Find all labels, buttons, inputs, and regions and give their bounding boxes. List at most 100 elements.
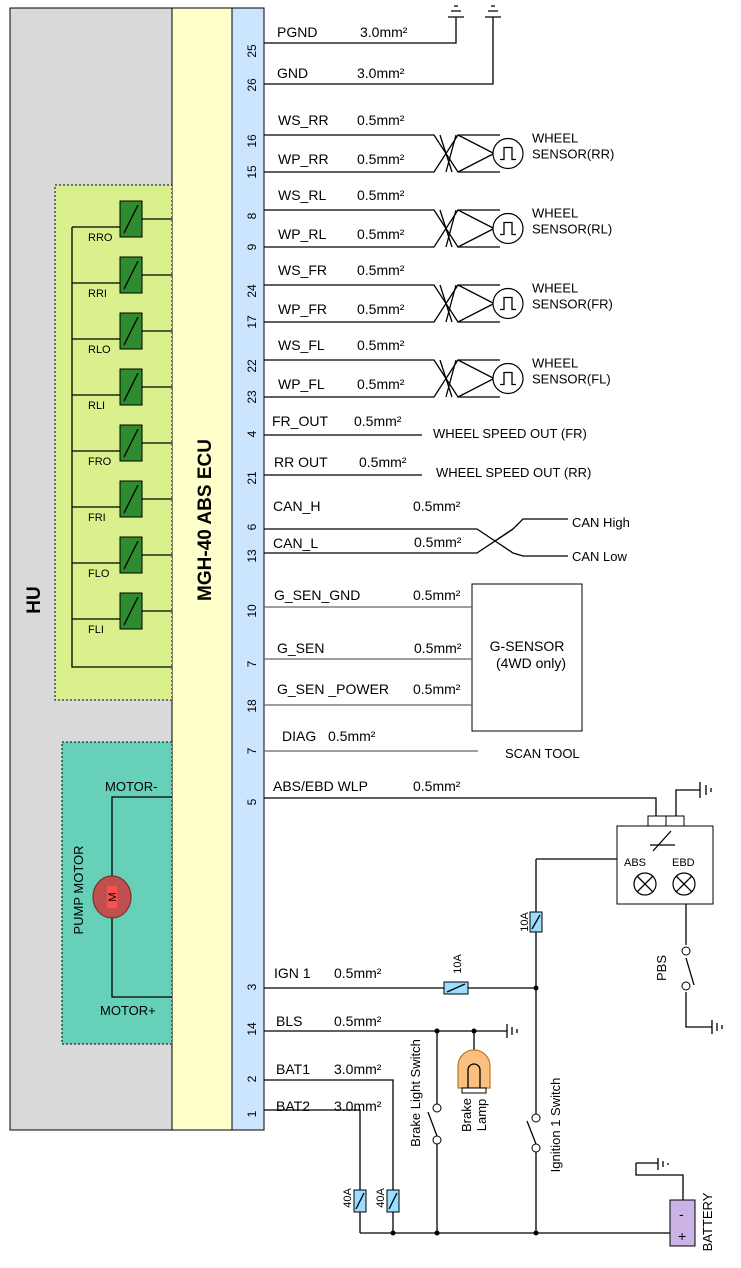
diag-size: 0.5mm²	[328, 728, 376, 744]
battery-plus: +	[678, 1228, 686, 1244]
g-sen-gnd-size: 0.5mm²	[413, 587, 461, 603]
warning-lamp-group: ABS EBD 5 ABS/EBD WLP 0.5mm² PBS	[245, 778, 723, 1034]
wp-size: 0.5mm²	[357, 301, 405, 317]
fr-out-label: FR_OUT	[272, 413, 328, 429]
g-sen-label: G_SEN	[277, 640, 324, 656]
valve-rri: RRI	[72, 256, 172, 300]
g-sensor-label: G-SENSOR	[490, 638, 565, 654]
brake-lamp-label-1: Brake	[459, 1098, 474, 1132]
valve-fro: FRO	[72, 424, 172, 468]
g-sensor-note: (4WD only)	[496, 655, 566, 671]
valve-label-fli: FLI	[88, 624, 104, 636]
ebd-lamp-label: EBD	[672, 857, 695, 869]
g-sensor-group: G-SENSOR (4WD only) 10 G_SEN_GND 0.5mm² …	[245, 583, 583, 732]
abs-lamp-label: ABS	[624, 857, 646, 869]
pin-17: 17	[245, 315, 259, 329]
valve-fli: FLI	[72, 592, 172, 636]
g-sen-power-label: G_SEN _POWER	[277, 681, 389, 697]
wheel-sensor-icon	[492, 287, 524, 320]
pin-26: 26	[245, 78, 259, 92]
diag-wire: 7 DIAG 0.5mm² SCAN TOOL	[245, 728, 580, 761]
wheel-sensor-label: WHEEL	[532, 356, 578, 371]
battery-icon	[669, 1199, 696, 1247]
ws-size: 0.5mm²	[357, 187, 405, 203]
pin-5: 5	[245, 798, 259, 805]
g-sen-size: 0.5mm²	[414, 640, 462, 656]
wp-label: WP_FR	[278, 301, 327, 317]
warning-lamp-box	[616, 825, 714, 905]
ecu-label: MGH-40 ABS ECU	[195, 439, 216, 601]
wheel-sensor-label: WHEEL	[532, 206, 578, 221]
pin-15: 15	[245, 165, 259, 179]
bls-size: 0.5mm²	[334, 1013, 382, 1029]
can-high-dest: CAN High	[572, 515, 630, 530]
valve-label-rlo: RLO	[88, 344, 111, 356]
valve-rro: RRO	[72, 200, 172, 244]
rr-out-size: 0.5mm²	[359, 454, 407, 470]
ign-fuse-label: 10A	[452, 954, 464, 974]
ws-label: WS_RR	[278, 112, 329, 128]
pgnd-size: 3.0mm²	[360, 24, 408, 40]
rr-out-label: RR OUT	[274, 454, 328, 470]
power-wires: 10A 3 IGN 1 0.5mm² 10A Ignition 1 Switch…	[245, 858, 715, 1251]
pump-motor-label: PUMP MOTOR	[71, 845, 86, 934]
lamp-fuse-label: 10A	[519, 912, 531, 932]
motor-plus-label: MOTOR+	[100, 1003, 156, 1018]
battery-label: BATTERY	[700, 1192, 715, 1251]
pin-7-diag: 7	[245, 747, 259, 754]
can-h-size: 0.5mm²	[413, 498, 461, 514]
bat1-size: 3.0mm²	[334, 1061, 382, 1077]
ws-size: 0.5mm²	[357, 337, 405, 353]
wheel-sensor-icon	[492, 212, 524, 245]
brake-lamp-label-2: Lamp	[474, 1099, 489, 1132]
ws-size: 0.5mm²	[357, 262, 405, 278]
can-l-size: 0.5mm²	[414, 534, 462, 550]
ecu-block	[171, 7, 233, 1131]
can-wires: 6 CAN_H 0.5mm² CAN High 13 CAN_L 0.5mm² …	[245, 498, 630, 564]
wlp-label: ABS/EBD WLP	[273, 778, 368, 794]
brake-lamp-icon	[457, 1049, 491, 1089]
pin-9: 9	[245, 243, 259, 250]
wp-label: WP_RR	[278, 151, 329, 167]
pbs-label: PBS	[654, 955, 669, 981]
wheel-sensor-icon	[492, 137, 524, 170]
ws-label: WS_FL	[278, 337, 325, 353]
pin-22: 22	[245, 359, 259, 373]
valve-fri: FRI	[72, 480, 172, 524]
wheel-sensor-position: SENSOR(FR)	[532, 297, 613, 312]
pin-14: 14	[245, 1022, 259, 1036]
can-l-label: CAN_L	[273, 535, 318, 551]
bat1-label: BAT1	[276, 1061, 310, 1077]
fr-out-size: 0.5mm²	[354, 413, 402, 429]
pin-13: 13	[245, 549, 259, 563]
wp-size: 0.5mm²	[357, 376, 405, 392]
ignition-switch-label: Ignition 1 Switch	[548, 1078, 563, 1173]
pin-18: 18	[245, 699, 259, 713]
pin-16: 16	[245, 134, 259, 148]
pin-21: 21	[245, 471, 259, 485]
wheel-sensor-position: SENSOR(FL)	[532, 372, 611, 387]
bls-label: BLS	[276, 1013, 302, 1029]
motor-minus-label: MOTOR-	[105, 779, 157, 794]
wp-label: WP_RL	[278, 226, 326, 242]
pin-25: 25	[245, 44, 259, 58]
motor-symbol: M	[107, 892, 119, 901]
pin-3: 3	[245, 983, 259, 990]
scan-tool-dest: SCAN TOOL	[505, 746, 580, 761]
valve-rlo: RLO	[72, 312, 172, 356]
wheel-sensor-position: SENSOR(RL)	[532, 222, 612, 237]
can-h-label: CAN_H	[273, 498, 320, 514]
fuse-40a-b-label: 40A	[375, 1188, 387, 1208]
pin-10: 10	[245, 604, 259, 618]
ws-size: 0.5mm²	[357, 112, 405, 128]
valve-label-rri: RRI	[88, 288, 107, 300]
pin-4: 4	[245, 430, 259, 437]
bat2-label: BAT2	[276, 1098, 310, 1114]
pin-24: 24	[245, 284, 259, 298]
wheel-sensor-label: WHEEL	[532, 281, 578, 296]
valve-label-fri: FRI	[88, 512, 106, 524]
